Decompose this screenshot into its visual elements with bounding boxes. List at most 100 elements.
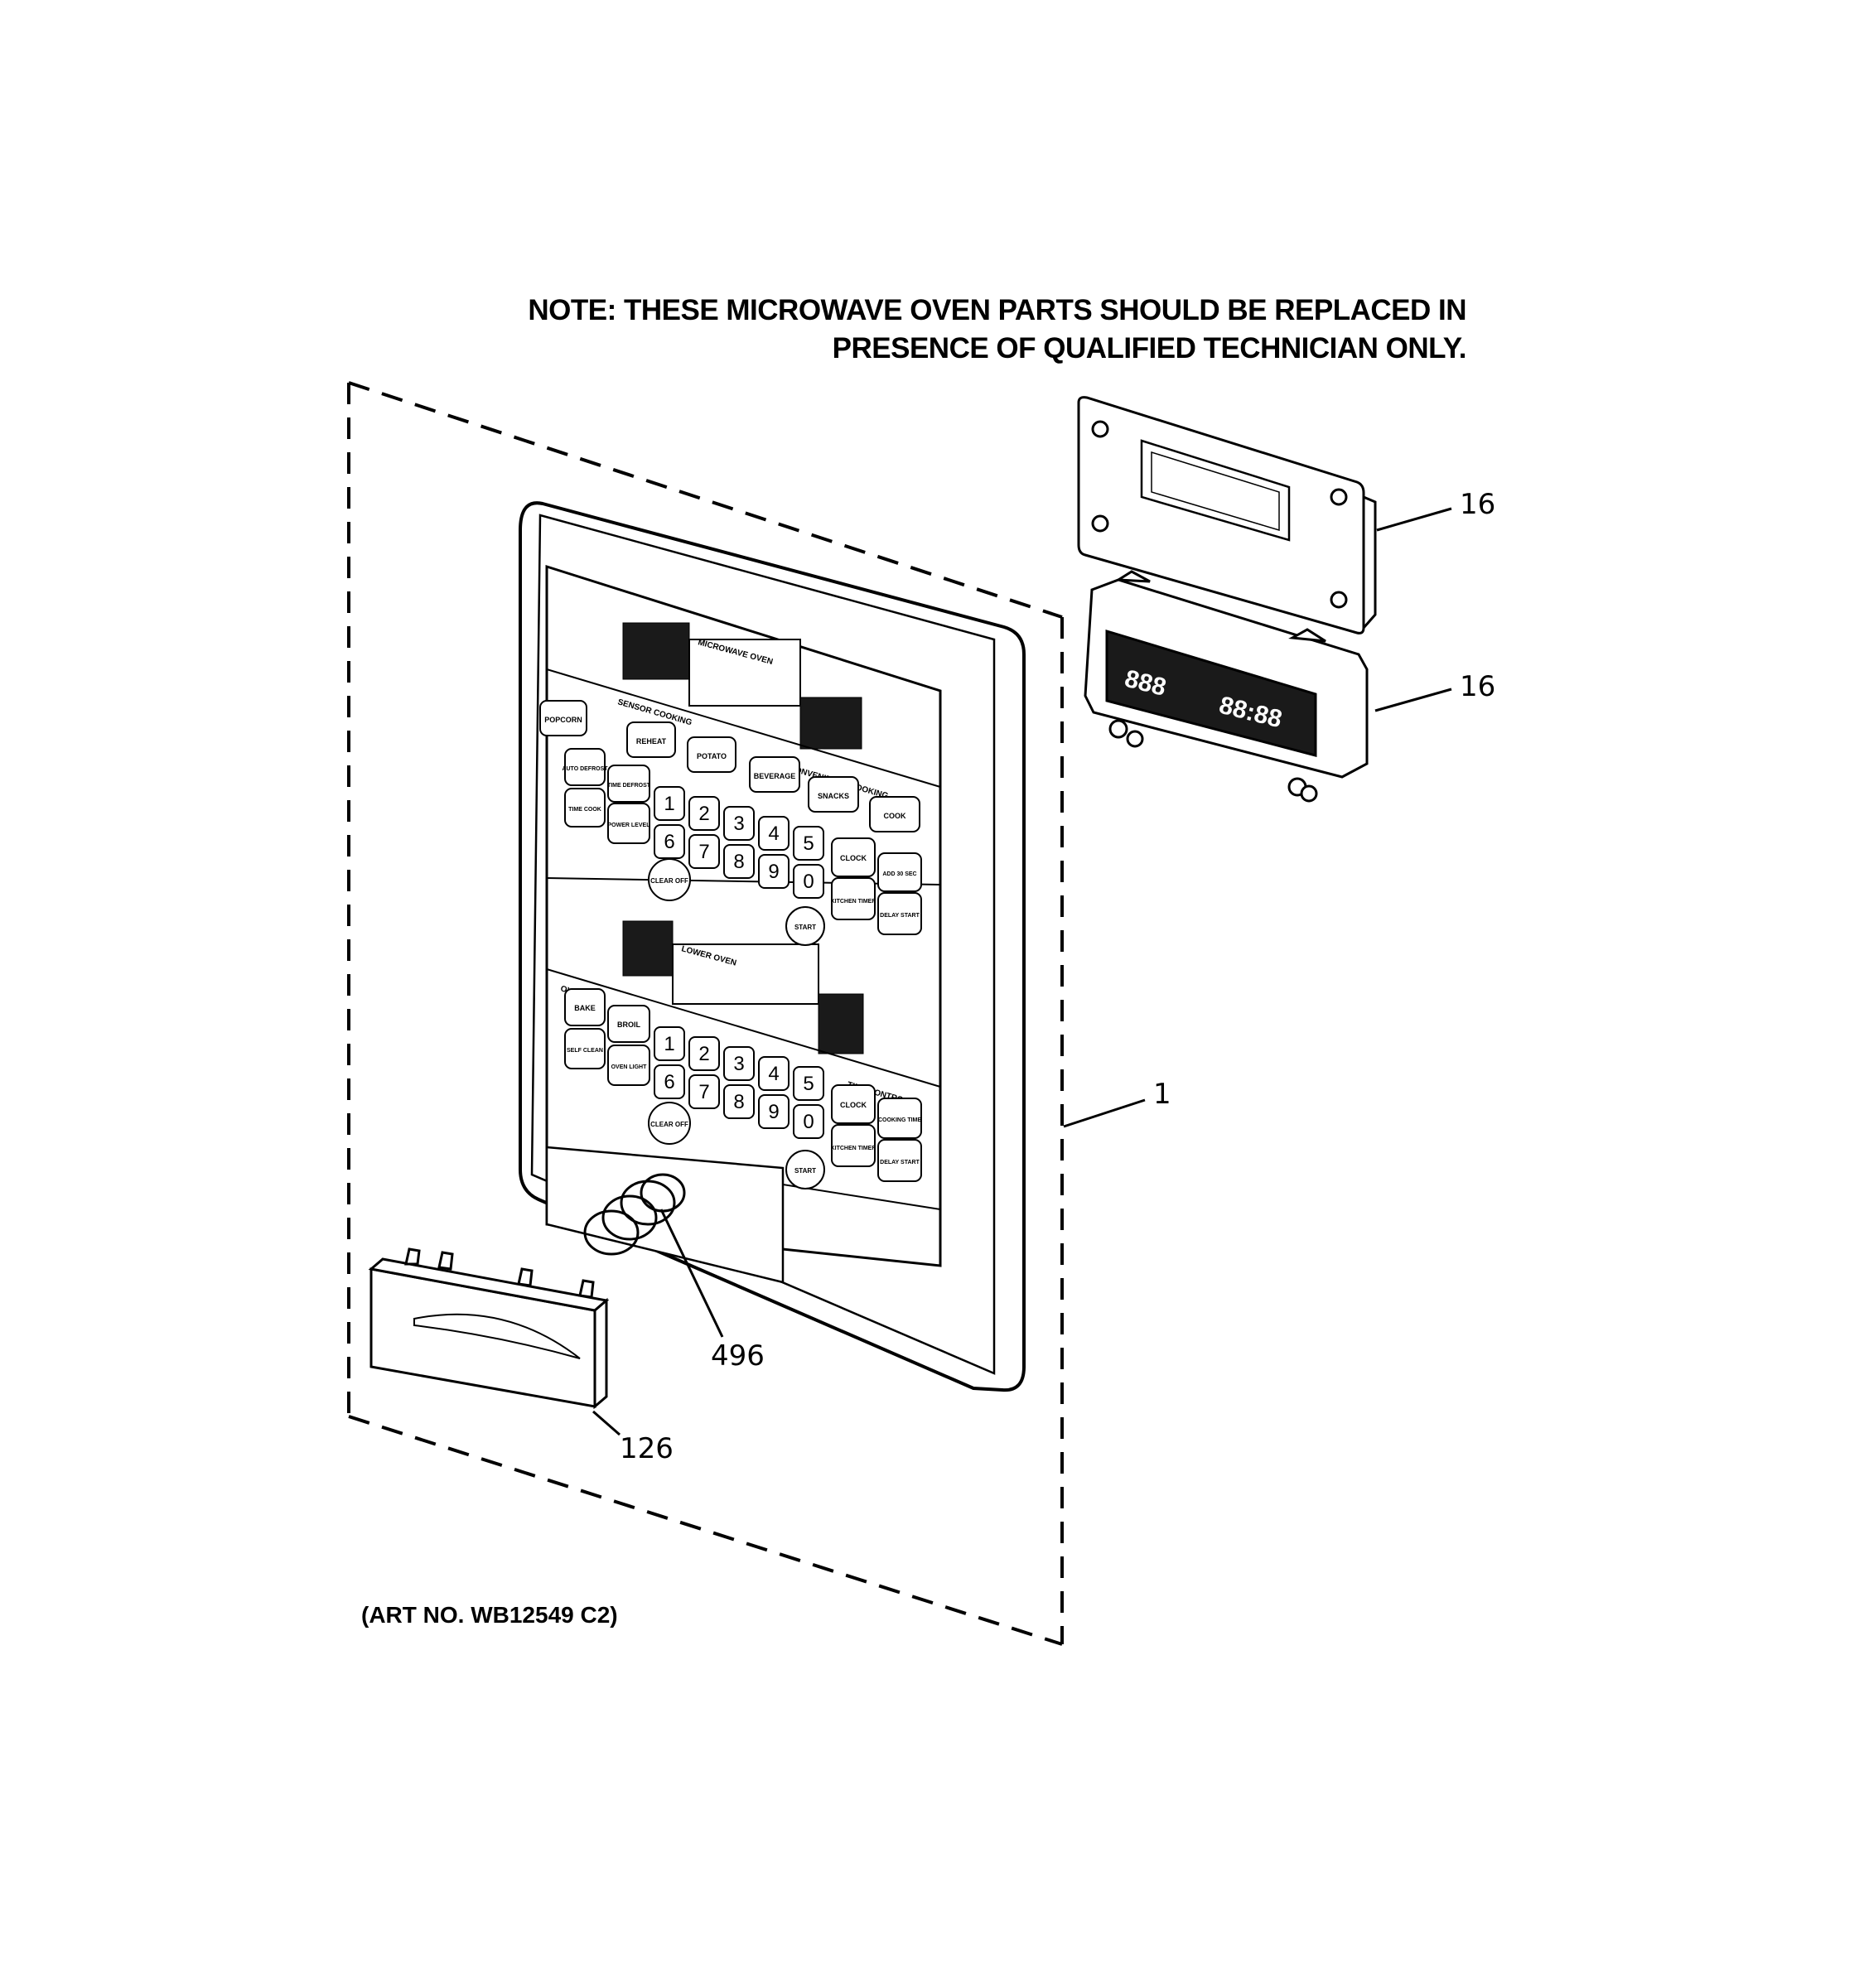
digit-key[interactable]: 4 [758,816,790,851]
upper-keypad: POPCORN REHEAT POTATO AUTO DEFROST TIME … [539,700,922,946]
broil-key[interactable]: BROIL [607,1005,650,1043]
digit-key[interactable]: 8 [723,1084,755,1119]
digit-label: 5 [803,1073,814,1095]
digit-label: 7 [698,1081,709,1103]
beverage-key-label: BEVERAGE [754,772,796,780]
callout-leaders [592,507,1452,1436]
digit-label: 2 [698,803,709,825]
clear-off-key-lower[interactable]: CLEAR OFF [648,1102,691,1145]
digit-key[interactable]: 3 [723,1046,755,1081]
auto-defrost-key-label: AUTO DEFROST [562,766,608,772]
oven-light-key-label: OVEN LIGHT [611,1064,648,1070]
digit-label: 3 [733,1053,744,1075]
snacks-key[interactable]: SNACKS [808,776,859,813]
digit-key[interactable]: 5 [793,1066,824,1101]
digit-key[interactable]: 2 [688,796,720,831]
note-line-1: NOTE: THESE MICROWAVE OVEN PARTS SHOULD … [528,294,1466,326]
start-key-upper-label: START [794,924,816,931]
auto-defrost-key[interactable]: AUTO DEFROST [562,748,608,786]
kitchen-timer-key-upper[interactable]: KITCHEN TIMER [831,877,876,920]
digit-label: 3 [733,813,744,835]
power-level-key[interactable]: POWER LEVEL [607,803,651,844]
start-key-lower[interactable]: START [785,1150,825,1189]
start-key-lower-label: START [794,1167,816,1175]
digit-key[interactable]: 6 [654,824,685,859]
digit-key[interactable]: 4 [758,1056,790,1091]
cook-key[interactable]: COOK [869,796,920,832]
kitchen-timer-key-upper-label: KITCHEN TIMER [831,899,876,905]
time-defrost-key-label: TIME DEFROST [607,783,651,789]
digit-key[interactable]: 8 [723,844,755,879]
bake-key-label: BAKE [574,1004,596,1012]
reheat-key-label: REHEAT [636,737,667,746]
digit-key[interactable]: 1 [654,786,685,821]
display-cover-board [1077,396,1377,635]
oven-light-key[interactable]: OVEN LIGHT [607,1045,650,1086]
clock-key-upper-label: CLOCK [840,854,867,862]
digit-label: 2 [698,1043,709,1065]
cooking-time-key[interactable]: COOKING TIME [877,1098,922,1139]
add-30-sec-key[interactable]: ADD 30 SEC [877,852,922,892]
digit-label: 5 [803,832,814,855]
digit-key[interactable]: 0 [793,1104,824,1139]
digit-label: 8 [733,851,744,873]
popcorn-key[interactable]: POPCORN [539,700,587,736]
time-cook-key-label: TIME COOK [568,807,601,813]
kitchen-timer-key-lower[interactable]: KITCHEN TIMER [831,1124,876,1167]
digit-key[interactable]: 2 [688,1036,720,1071]
clock-key-lower[interactable]: CLOCK [831,1084,876,1124]
digit-label: 8 [733,1091,744,1113]
start-key-upper[interactable]: START [785,906,825,946]
callout-496: 496 [711,1339,765,1373]
potato-key-label: POTATO [697,752,727,760]
digit-key[interactable]: 7 [688,1074,720,1109]
digit-label: 4 [768,823,779,845]
delay-start-key-upper-label: DELAY START [880,913,920,919]
door-handle-part [368,1247,610,1410]
clear-off-key-upper-label: CLEAR OFF [650,877,688,885]
lower-number-pad: 1 2 3 4 5 6 7 8 9 0 [654,1026,824,1139]
broil-key-label: BROIL [617,1021,641,1029]
digit-label: 6 [664,831,674,853]
callout-16-cover: 16 [1460,488,1496,521]
digit-label: 0 [803,871,814,893]
bake-key[interactable]: BAKE [564,988,606,1026]
snacks-key-label: SNACKS [818,792,849,800]
digit-label: 7 [698,841,709,863]
delay-start-key-lower-label: DELAY START [880,1160,920,1165]
beverage-key[interactable]: BEVERAGE [749,756,800,793]
cooking-time-key-label: COOKING TIME [878,1117,921,1123]
digit-key[interactable]: 3 [723,806,755,841]
clear-off-key-lower-label: CLEAR OFF [650,1121,688,1128]
control-panel-frame [519,501,1026,1392]
time-defrost-key[interactable]: TIME DEFROST [607,765,651,803]
digit-key[interactable]: 1 [654,1026,685,1061]
potato-key[interactable]: POTATO [687,736,736,773]
assembly-boundary [347,381,1064,1646]
add-30-sec-key-label: ADD 30 SEC [882,871,916,877]
clear-off-key-upper[interactable]: CLEAR OFF [648,858,691,901]
digit-key[interactable]: 6 [654,1064,685,1099]
digit-label: 0 [803,1111,814,1133]
digit-label: 9 [768,1101,779,1123]
reheat-key[interactable]: REHEAT [626,721,676,758]
delay-start-key-lower[interactable]: DELAY START [877,1139,922,1182]
digit-label: 1 [664,793,674,815]
delay-start-key-upper[interactable]: DELAY START [877,892,922,935]
kitchen-timer-key-lower-label: KITCHEN TIMER [831,1146,876,1151]
self-clean-key[interactable]: SELF CLEAN [564,1028,606,1069]
art-number: (ART NO. WB12549 C2) [361,1602,618,1628]
self-clean-key-label: SELF CLEAN [567,1048,603,1054]
digit-key[interactable]: 0 [793,864,824,899]
control-board-module [1084,570,1369,803]
time-cook-key[interactable]: TIME COOK [564,788,606,828]
lower-keypad: BAKE BROIL SELF CLEAN OVEN LIGHT CLOCK C… [564,988,922,1189]
replacement-note: NOTE: THESE MICROWAVE OVEN PARTS SHOULD … [389,292,1466,368]
digit-key[interactable]: 9 [758,854,790,889]
clock-key-upper[interactable]: CLOCK [831,837,876,877]
digit-key[interactable]: 7 [688,834,720,869]
digit-label: 9 [768,861,779,883]
digit-key[interactable]: 5 [793,826,824,861]
digit-key[interactable]: 9 [758,1094,790,1129]
